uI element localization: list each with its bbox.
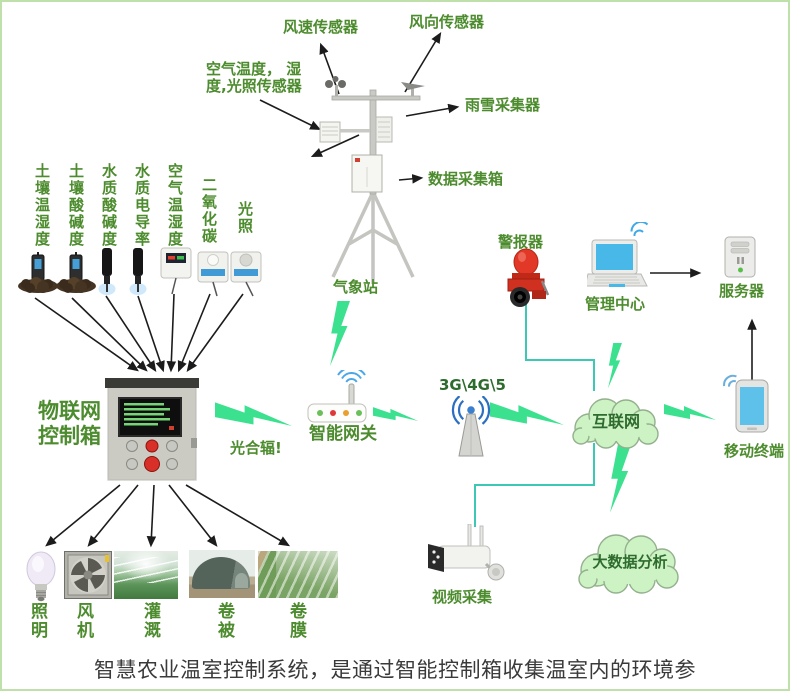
alarm-label: 警报器: [498, 233, 544, 251]
actuator-label-fan: 风机: [73, 602, 93, 640]
big-data-analysis-label: 大数据分析: [592, 552, 668, 571]
footer-caption: 智慧农业温室控制系统，是通过智能控制箱收集温室内的环境参: [94, 658, 696, 682]
server-label: 服务器: [719, 282, 765, 300]
fan-image: [64, 551, 112, 599]
rolling-film-image: [258, 551, 338, 598]
water-ph-probe-icon: [98, 248, 116, 295]
actuator-label-lighting: 照明: [27, 602, 47, 640]
big-data-cloud-shape: [578, 534, 679, 594]
server-icon: [724, 236, 756, 278]
sensor-label-co2: 二氧化碳: [200, 177, 218, 245]
mobile-terminal-label: 移动终端: [724, 442, 785, 460]
lighting-image: [26, 551, 56, 602]
actuator-label-rolling-quilt: 卷被: [214, 602, 234, 640]
wind-direction-sensor-label: 风向传感器: [409, 13, 485, 31]
wind-speed-sensor-label: 风速传感器: [283, 18, 359, 36]
internet-cloud: 互联网: [564, 388, 668, 452]
sensor-label-soil-temp-humidity: 土壤温湿度: [33, 163, 51, 248]
iot-control-box-image: [105, 374, 199, 482]
rain-snow-collector-label: 雨雪采集器: [465, 96, 541, 114]
weather-station-image: [319, 76, 425, 284]
big-data-cloud: 大数据分析: [568, 524, 692, 598]
smart-gateway-label: 智能网关: [309, 424, 377, 444]
co2-sensor-icon: [197, 251, 229, 297]
soil-ph-sensor-icon: [56, 252, 96, 293]
weather-station-label: 气象站: [333, 278, 379, 296]
sensor-label-air-temp-humidity: 空气温湿度: [166, 163, 184, 248]
data-collection-box-label: 数据采集箱: [428, 170, 504, 188]
irrigation-image: [114, 551, 178, 599]
sensor-label-water-ph: 水质酸碱度: [100, 163, 118, 248]
management-center-laptop-icon: [587, 222, 649, 287]
mobile-terminal-icon: [723, 374, 769, 433]
internet-label: 互联网: [591, 412, 640, 431]
actuator-label-rolling-film: 卷膜: [286, 602, 306, 640]
internet-cloud-shape: [572, 398, 659, 449]
video-camera-icon: [428, 524, 505, 581]
sensor-label-water-conductivity: 水质电导率: [133, 163, 151, 248]
air-temp-humidity-sensor-icon: [160, 247, 192, 295]
rolling-quilt-image: [189, 550, 255, 598]
sensor-label-light: 光照: [236, 201, 254, 235]
video-capture-label: 视频采集: [432, 588, 493, 606]
management-center-label: 管理中心: [585, 295, 646, 313]
sensor-label-soil-ph: 土壤酸碱度: [67, 163, 85, 248]
alarm-siren-icon: [507, 248, 550, 307]
water-conductivity-probe-icon: [129, 248, 147, 295]
cellular-3g4g5g-label: 3G\4G\5: [439, 376, 506, 394]
par-label: 光合辐!: [230, 439, 282, 457]
light-sensor-icon: [230, 251, 262, 297]
cellular-antenna-icon: [451, 396, 491, 457]
actuator-label-irrigation: 灌溉: [140, 602, 160, 640]
air-temp-humidity-light-sensor-label: 空气温度， 湿 度,光照传感器: [206, 60, 302, 95]
soil-temp-humidity-sensor-icon: [18, 252, 58, 293]
iot-control-box-label: 物联网 控制箱: [38, 399, 101, 448]
smart-gateway-icon: [307, 370, 367, 423]
